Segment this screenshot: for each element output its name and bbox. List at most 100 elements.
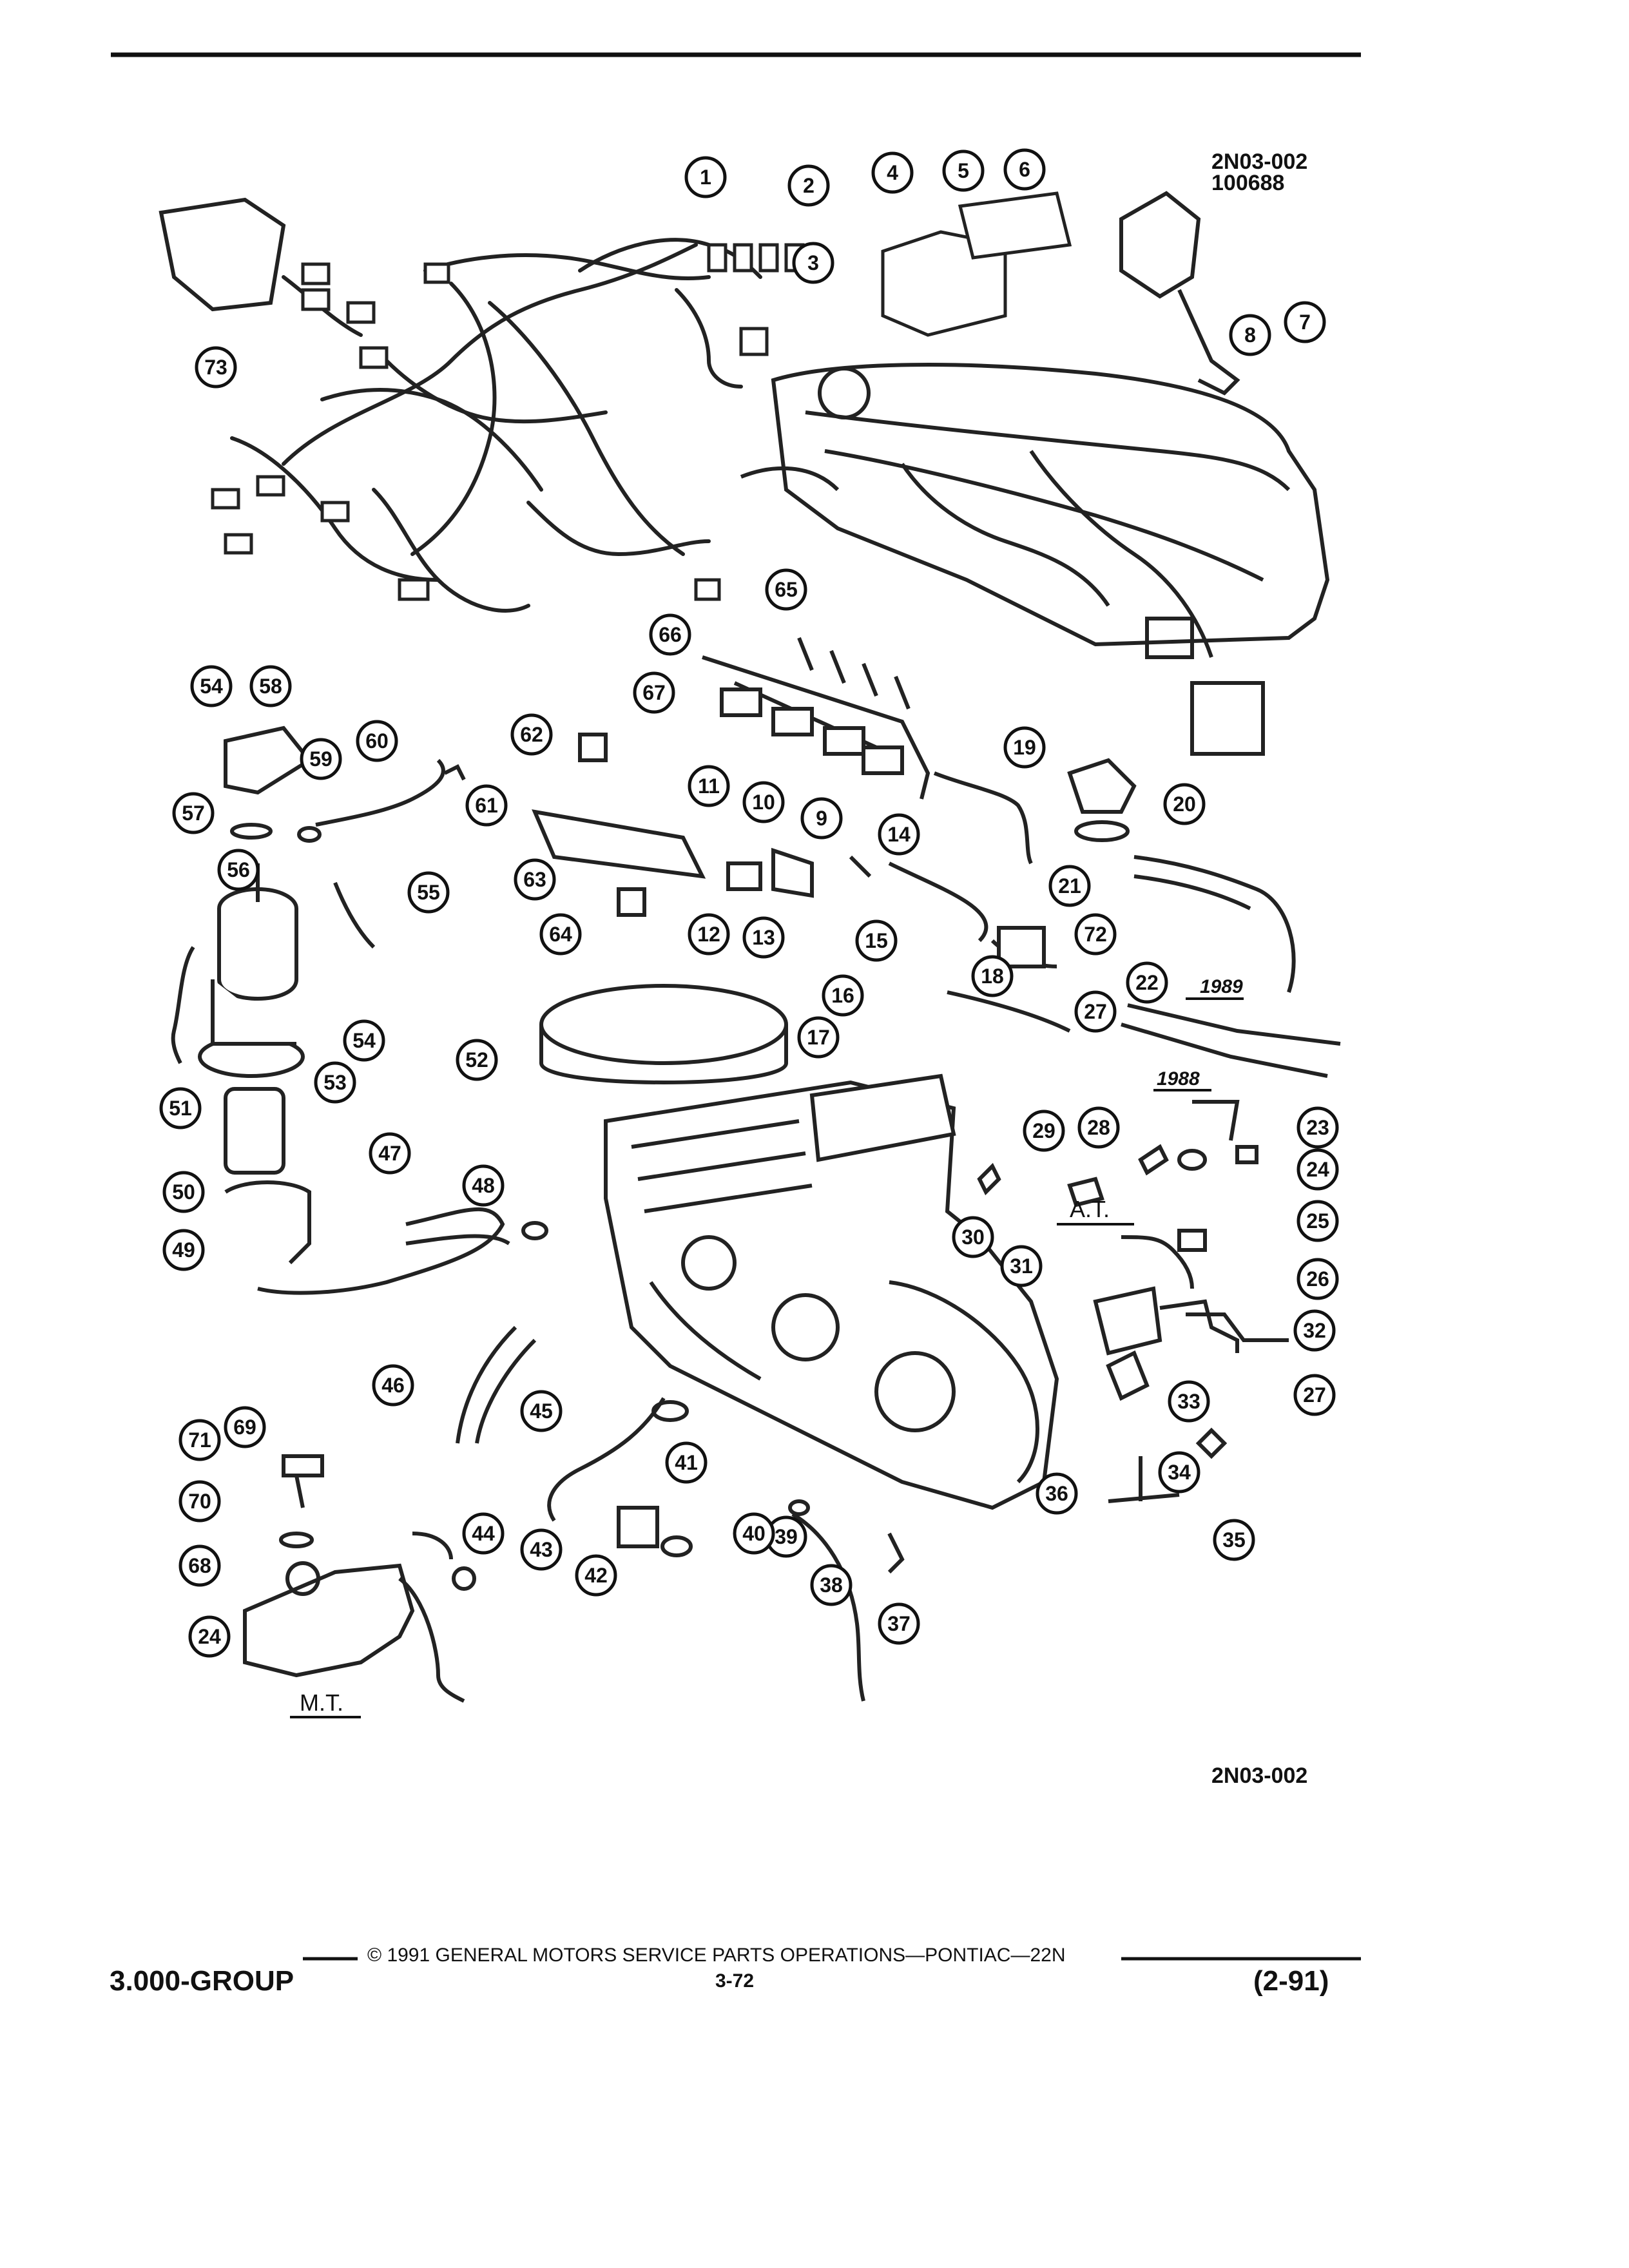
callout-circle — [688, 765, 730, 807]
callout-circle — [300, 738, 342, 780]
callout-number: 36 — [1045, 1482, 1068, 1505]
callout-number: 49 — [172, 1238, 195, 1262]
callout-circle — [372, 1364, 414, 1407]
callout-circle — [178, 1544, 221, 1587]
callout-circle — [800, 797, 843, 840]
callout-number: 7 — [1299, 311, 1311, 334]
callout-circle — [462, 1512, 505, 1555]
callout-number: 61 — [475, 794, 498, 817]
callout-markers — [159, 148, 1339, 1658]
callout-number: 59 — [309, 747, 333, 771]
callout-number: 52 — [465, 1048, 488, 1072]
callout-number: 32 — [1303, 1319, 1326, 1342]
callout-circle — [1284, 301, 1326, 343]
callout-number: 35 — [1222, 1528, 1246, 1552]
callout-number: 14 — [887, 823, 911, 846]
callout-number: 43 — [530, 1538, 553, 1561]
relay-block-illustration — [532, 733, 872, 917]
callout-circle — [1229, 314, 1271, 356]
callout-circle — [1074, 990, 1117, 1033]
callout-circle — [1296, 1258, 1339, 1300]
callout-number: 63 — [523, 868, 546, 891]
callout-circle — [1296, 1148, 1339, 1191]
callout-number: 6 — [1019, 158, 1030, 181]
callout-number: 56 — [227, 858, 250, 881]
callout-number: 39 — [775, 1525, 798, 1548]
callout-number: 51 — [169, 1097, 192, 1120]
callout-number: 60 — [365, 729, 389, 753]
callout-number: 30 — [961, 1225, 985, 1249]
figure-number: 100688 — [1211, 171, 1285, 195]
callout-number: 15 — [865, 929, 888, 952]
callout-circle — [733, 1512, 775, 1555]
callout-circle — [356, 720, 398, 762]
footer-group: 3.000-GROUP — [110, 1965, 294, 1997]
callout-circle — [878, 813, 920, 856]
callout-number: 38 — [820, 1573, 843, 1597]
callout-number: 33 — [1177, 1390, 1200, 1413]
callout-number: 20 — [1173, 793, 1196, 816]
fuel-injectors-illustration — [702, 637, 930, 800]
callout-circle — [1036, 1472, 1078, 1515]
callout-circle — [1003, 148, 1046, 191]
callout-number: 55 — [417, 881, 440, 904]
callout-circle — [684, 156, 727, 198]
callout-number: 73 — [204, 356, 227, 379]
callout-number: 46 — [381, 1374, 405, 1397]
sensors-right-illustration — [977, 1100, 1289, 1503]
callout-circle — [1168, 1380, 1210, 1423]
throttle-and-pipes-illustration — [888, 758, 1341, 1078]
callout-number: 5 — [958, 159, 969, 182]
label-manual-transmission: M.T. — [300, 1689, 343, 1716]
footer-page-number: 3-72 — [715, 1970, 755, 1992]
callout-circle — [520, 1390, 563, 1432]
callout-circle — [514, 858, 556, 901]
callout-number: 68 — [188, 1554, 211, 1577]
callout-number: 69 — [233, 1416, 256, 1439]
callout-number: 34 — [1168, 1461, 1191, 1484]
callout-circle — [742, 916, 785, 959]
callout-number: 27 — [1303, 1383, 1326, 1407]
callout-circle — [1023, 1110, 1065, 1152]
callout-number: 3 — [807, 251, 819, 274]
callout-circle — [1048, 865, 1091, 907]
callout-circle — [1077, 1106, 1120, 1149]
hoses-illustration — [257, 1207, 905, 1702]
callout-number: 21 — [1058, 874, 1081, 898]
callout-circle — [314, 1061, 356, 1104]
callout-number: 27 — [1084, 1000, 1107, 1023]
callout-circle — [665, 1441, 708, 1484]
callout-number: 16 — [831, 984, 854, 1007]
callout-number: 24 — [198, 1625, 221, 1648]
callout-number: 66 — [659, 623, 682, 646]
pedal-illustration — [1119, 191, 1240, 396]
callout-number: 40 — [742, 1522, 766, 1545]
callout-circle — [1293, 1374, 1336, 1416]
callout-number: 48 — [472, 1174, 495, 1197]
callout-number: 18 — [981, 965, 1004, 988]
callout-circle — [1158, 1451, 1200, 1494]
callout-circle — [172, 792, 215, 834]
callout-number: 11 — [698, 774, 720, 798]
callout-circle — [810, 1564, 853, 1606]
callout-circle — [188, 1615, 231, 1658]
footer-copyright: © 1991 GENERAL MOTORS SERVICE PARTS OPER… — [367, 1945, 1066, 1966]
callout-number: 26 — [1306, 1267, 1329, 1291]
figure-code-bottom: 2N03-002 — [1211, 1763, 1308, 1788]
callout-circle — [1126, 961, 1168, 1004]
callout-number: 70 — [188, 1490, 211, 1513]
callout-circle — [456, 1039, 498, 1081]
callout-circle — [1296, 1200, 1339, 1242]
callout-circle — [1003, 726, 1046, 769]
harness-connectors — [211, 243, 805, 601]
callout-number: 45 — [530, 1399, 553, 1423]
callout-circle — [190, 665, 233, 707]
callout-number: 4 — [887, 161, 898, 184]
callout-circle — [369, 1132, 411, 1175]
callout-number: 50 — [172, 1180, 195, 1204]
callout-number: 9 — [816, 807, 827, 830]
callout-number: 42 — [584, 1564, 608, 1587]
callout-circle — [855, 919, 898, 962]
callout-circle — [343, 1019, 385, 1062]
